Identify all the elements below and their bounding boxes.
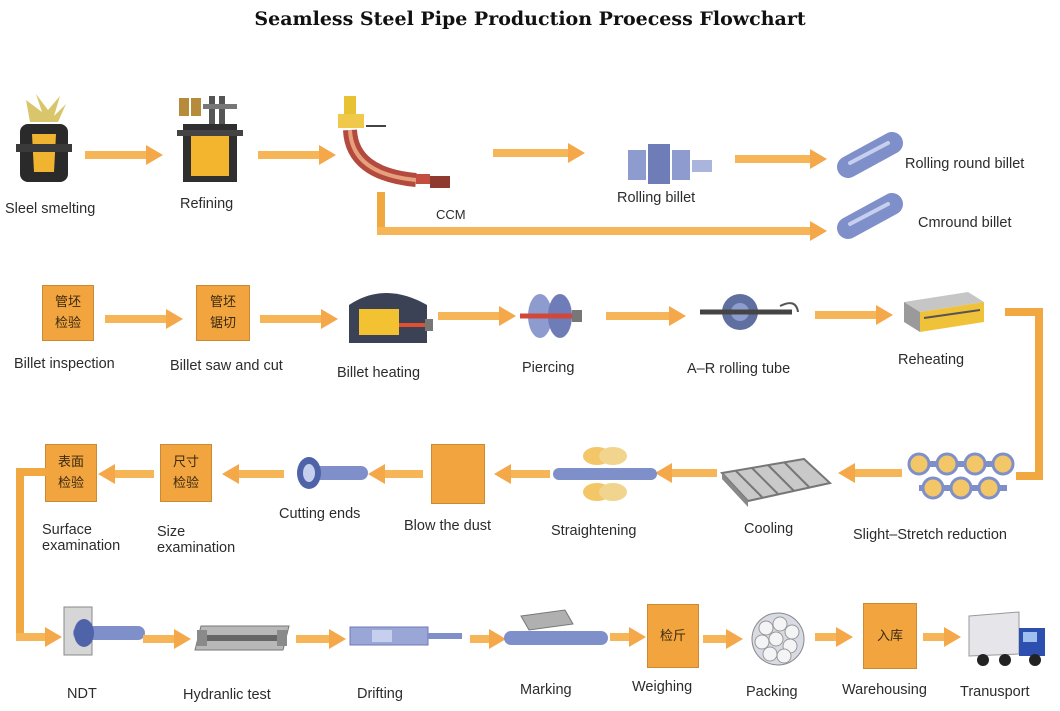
round-billet-icon [837,132,903,178]
flow-arrow [838,463,902,483]
cooling-bed-icon [720,457,833,507]
billet-inspection-box: 管坯 检验 [42,285,94,341]
rolling-billet-mill-icon [628,144,712,184]
flow-arrow [16,627,62,647]
reheating-furnace-icon [904,292,984,332]
connector-line [1035,308,1043,480]
box-text: 检验 [172,476,199,491]
flow-arrow [703,629,743,649]
warehousing-box: 入库 [863,603,917,669]
round-billet-icon [837,193,903,239]
size-exam-label-line1: Size [157,524,186,540]
cooling-label: Cooling [744,521,794,537]
box-text: 尺寸 [172,455,199,470]
connector-line [1005,308,1043,316]
cutting-ends-icon [297,457,368,489]
hydraulic-test-label: Hydranlic test [183,687,271,703]
refining-label: Refining [180,196,234,212]
continuous-casting-icon [338,96,450,188]
surface-exam-box: 表面 检验 [45,444,97,502]
flow-arrow [606,306,686,326]
drifting-label: Drifting [357,686,403,702]
box-text: 管坯 [209,295,236,310]
surface-exam-label: Surface examination [42,522,120,554]
box-text: 检验 [57,476,84,491]
flow-arrow [735,149,827,169]
rolling-billet-label: Rolling billet [617,190,696,206]
flow-arrow [143,629,191,649]
box-text: 检斤 [659,628,686,644]
slight-stretch-label: Slight–Stretch reduction [853,527,1007,543]
flow-arrow [493,143,585,163]
size-exam-label: Size examination [157,524,235,556]
flow-arrow [923,627,961,647]
refining-furnace-icon [177,96,243,182]
rolling-round-billet-label: Rolling round billet [905,156,1025,172]
flow-arrow [494,464,550,484]
ccm-label: CCM [436,207,466,222]
marking-label: Marking [520,682,572,698]
ndt-icon [63,606,145,656]
marking-icon [504,609,608,645]
flow-arrow [470,629,506,649]
ar-rolling-label: A–R rolling tube [687,361,791,377]
connector-line [16,468,24,640]
stretch-reducer-icon [907,452,1015,500]
weighing-box: 检斤 [647,604,699,668]
flow-arrow [815,305,893,325]
size-exam-box: 尺寸 检验 [160,444,212,502]
flow-arrow [105,309,183,329]
billet-heating-label: Billet heating [337,365,421,381]
warehousing-label: Warehousing [842,682,927,698]
flow-arrow [368,464,423,484]
truck-icon [968,611,1045,666]
flowchart-title: Seamless Steel Pipe Production Proecess … [254,8,806,30]
flow-arrow [296,629,346,649]
drifting-icon [349,626,462,646]
billet-heating-furnace-icon [349,293,433,343]
packing-bundle-icon [751,612,805,666]
flow-arrow [610,627,646,647]
straightening-label: Straightening [551,523,637,539]
flow-arrow [258,145,336,165]
flow-arrow [815,627,853,647]
flow-arrow [98,464,154,484]
billet-saw-box: 管坯 锯切 [196,285,250,341]
size-exam-label-line2: examination [157,540,236,556]
flow-arrow [85,145,163,165]
reheating-label: Reheating [898,352,965,368]
blow-dust-label: Blow the dust [404,518,492,534]
billet-inspection-label: Billet inspection [14,356,115,372]
flow-arrow [377,221,827,241]
packing-label: Packing [746,684,798,700]
connector-line [1016,472,1043,480]
hydraulic-test-icon [194,625,290,651]
flow-arrow [438,306,516,326]
steel-smelting-label: Sleel smelting [5,201,96,217]
cmround-billet-label: Cmround billet [918,215,1012,231]
box-text: 管坯 [54,295,81,310]
ccm-branch-line [377,192,385,234]
transport-label: Tranusport [960,684,1030,700]
piercing-label: Piercing [522,360,575,376]
box-text: 锯切 [209,316,236,331]
ndt-label: NDT [67,686,97,702]
surface-exam-label-line1: Surface [42,522,92,538]
piercing-mill-icon [520,294,582,338]
box-text: 入库 [876,628,903,644]
ar-rolling-mill-icon [700,294,799,330]
cutting-ends-label: Cutting ends [279,506,361,522]
flow-arrow [222,464,284,484]
box-text: 检验 [54,316,81,331]
box-text: 表面 [57,455,84,470]
surface-exam-label-line2: examination [42,538,121,554]
connector-line [16,468,46,476]
steel-smelting-icon [16,94,72,182]
billet-saw-label: Billet saw and cut [170,358,283,374]
straightening-machine-icon [553,447,657,501]
weighing-label: Weighing [632,679,693,695]
flow-arrow [260,309,338,329]
flow-arrow [655,463,717,483]
blow-dust-box [431,444,485,504]
